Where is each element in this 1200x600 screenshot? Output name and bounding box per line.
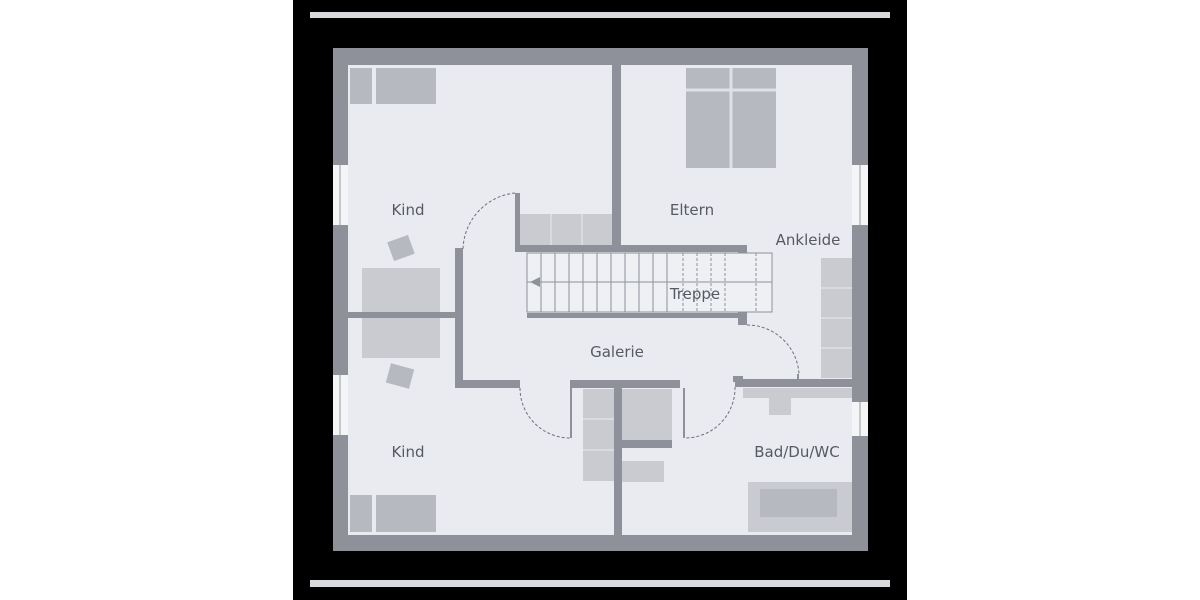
stair-direction-arrow-icon	[530, 277, 540, 287]
room-label-kind-top: Kind	[391, 201, 424, 219]
staircase	[526, 252, 773, 313]
room-label-eltern: Eltern	[670, 201, 714, 219]
top-bar	[310, 12, 890, 18]
room-label-bad: Bad/Du/WC	[754, 443, 839, 461]
room-label-galerie: Galerie	[590, 343, 644, 361]
room-label-kind-bottom: Kind	[391, 443, 424, 461]
windows	[333, 165, 868, 436]
furniture	[350, 68, 852, 532]
room-label-treppe: Treppe	[669, 285, 720, 303]
bottom-bar	[310, 580, 890, 587]
room-label-ankleide: Ankleide	[776, 231, 841, 249]
door-swings	[462, 192, 800, 439]
